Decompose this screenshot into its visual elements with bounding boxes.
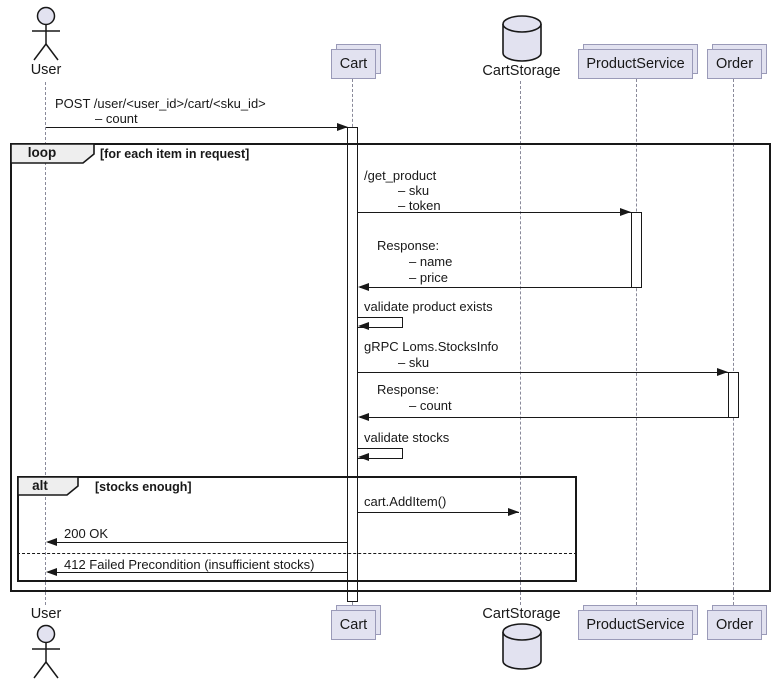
activation-order bbox=[728, 372, 739, 418]
msg-productresponse-line3: – price bbox=[409, 270, 449, 285]
msg-validateproduct-arrowhead bbox=[358, 322, 369, 330]
msg-stocksresponse-line1: Response: bbox=[377, 382, 440, 397]
msg-additem: cart.AddItem() bbox=[364, 494, 447, 509]
cartstorage-database-icon bbox=[502, 15, 542, 62]
msg-post-line1: POST /user/<user_id>/cart/<sku_id> bbox=[55, 96, 266, 111]
productservice-participant-top: ProductService bbox=[578, 49, 693, 79]
user-label-top: User bbox=[30, 62, 62, 78]
msg-stocksresponse-line bbox=[360, 417, 728, 419]
cart-participant-top: Cart bbox=[331, 49, 376, 79]
productservice-participant-bottom: ProductService bbox=[578, 610, 693, 640]
user-label-bottom: User bbox=[30, 606, 62, 622]
msg-productresponse-line1: Response: bbox=[377, 238, 440, 253]
order-participant-top: Order bbox=[707, 49, 762, 79]
user-actor-icon bbox=[32, 6, 60, 61]
msg-validatestocks-arrowhead bbox=[358, 453, 369, 461]
msg-fail-arrowhead bbox=[46, 568, 57, 576]
loop-guard: [for each item in request] bbox=[100, 147, 250, 161]
msg-productresponse-arrowhead bbox=[358, 283, 369, 291]
cartstorage-label-bottom: CartStorage bbox=[482, 606, 561, 622]
cartstorage-database-icon-bottom bbox=[502, 623, 542, 670]
alt-frame bbox=[17, 476, 577, 582]
msg-validateproduct-selfloop bbox=[358, 317, 403, 328]
msg-ok-line bbox=[48, 542, 348, 544]
msg-additem-arrowhead bbox=[508, 508, 519, 516]
msg-post-line2: – count bbox=[95, 111, 138, 126]
msg-grpc-line1: gRPC Loms.StocksInfo bbox=[364, 339, 499, 354]
lifeline-productservice bbox=[636, 79, 637, 610]
msg-getproduct-line bbox=[358, 212, 631, 214]
lifeline-order bbox=[733, 79, 734, 610]
loop-frame-label-shape bbox=[10, 143, 95, 164]
activation-productservice bbox=[631, 212, 642, 288]
msg-productresponse-line2: – name bbox=[409, 254, 453, 269]
lifeline-cartstorage bbox=[520, 81, 521, 605]
msg-fail: 412 Failed Precondition (insufficient st… bbox=[64, 557, 315, 572]
loop-frame bbox=[10, 143, 771, 592]
user-actor-icon-bottom bbox=[32, 624, 60, 679]
alt-guard: [stocks enough] bbox=[95, 480, 192, 494]
msg-fail-line bbox=[48, 572, 348, 574]
lifeline-user bbox=[45, 82, 46, 605]
msg-getproduct-line2: – sku bbox=[398, 183, 430, 198]
msg-stocksresponse-line2: – count bbox=[409, 398, 452, 413]
msg-grpc-line2: – sku bbox=[398, 355, 430, 370]
order-participant-bottom: Order bbox=[707, 610, 762, 640]
msg-additem-line bbox=[358, 512, 519, 514]
msg-validateproduct: validate product exists bbox=[364, 299, 493, 314]
msg-grpc-line bbox=[358, 372, 728, 374]
msg-getproduct-line3: – token bbox=[398, 198, 441, 213]
cart-participant-bottom: Cart bbox=[331, 610, 376, 640]
msg-grpc-arrowhead bbox=[717, 368, 728, 376]
activation-cart bbox=[347, 127, 358, 602]
msg-post-arrowhead bbox=[337, 123, 348, 131]
msg-stocksresponse-arrowhead bbox=[358, 413, 369, 421]
msg-post-line bbox=[46, 127, 348, 129]
loop-frame-label: loop bbox=[27, 145, 57, 160]
msg-getproduct-line1: /get_product bbox=[364, 168, 437, 183]
msg-validatestocks-selfloop bbox=[358, 448, 403, 459]
msg-getproduct-arrowhead bbox=[620, 208, 631, 216]
msg-validatestocks: validate stocks bbox=[364, 430, 450, 445]
msg-productresponse-line bbox=[360, 287, 631, 289]
msg-ok: 200 OK bbox=[64, 526, 109, 541]
cartstorage-label-top: CartStorage bbox=[482, 63, 561, 79]
alt-frame-label: alt bbox=[32, 478, 48, 493]
msg-ok-arrowhead bbox=[46, 538, 57, 546]
alt-else-divider bbox=[17, 553, 577, 554]
alt-frame-label-shape bbox=[17, 476, 79, 496]
